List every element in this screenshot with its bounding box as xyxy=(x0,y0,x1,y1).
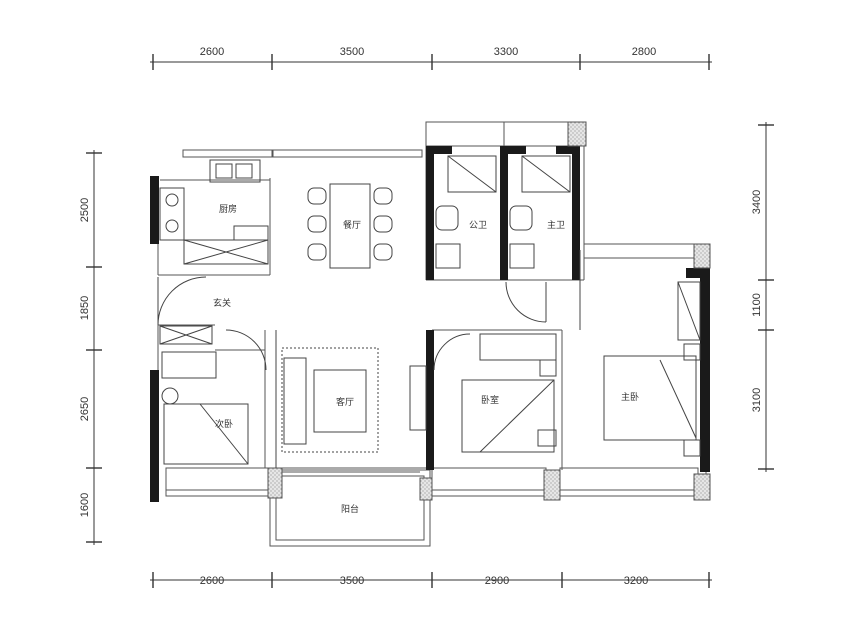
dim-right-3: 3100 xyxy=(751,388,763,412)
dining-table xyxy=(307,183,393,269)
thick-walls xyxy=(150,146,710,502)
door-swings xyxy=(157,250,581,371)
room-label-balcony: 阳台 xyxy=(341,503,359,515)
second-bedroom-furniture xyxy=(159,325,249,465)
room-label-living: 客厅 xyxy=(336,396,354,408)
dim-top-1: 2600 xyxy=(200,46,224,58)
dimension-left-labels: 2500 1850 2650 1600 xyxy=(79,198,91,517)
dim-bottom-3: 2900 xyxy=(485,575,509,587)
room-label-master-bath: 主卫 xyxy=(547,219,565,231)
room-label-bedroom: 卧室 xyxy=(481,394,499,406)
bedroom-furniture xyxy=(461,333,557,453)
master-bedroom-furniture xyxy=(603,281,701,457)
dimension-top-labels: 2600 3500 3300 2800 xyxy=(200,46,656,58)
dim-bottom-2: 3500 xyxy=(340,575,364,587)
dim-top-4: 2800 xyxy=(632,46,656,58)
dim-left-3: 2650 xyxy=(79,397,91,421)
room-label-public-bath: 公卫 xyxy=(469,220,487,231)
room-label-dining: 餐厅 xyxy=(343,219,361,231)
bathroom-fixtures xyxy=(435,155,571,269)
dim-bottom-4: 3200 xyxy=(624,575,648,587)
living-furniture xyxy=(275,330,427,468)
room-label-kitchen: 厨房 xyxy=(219,203,237,215)
dimension-ticks xyxy=(86,54,774,588)
room-label-second-bedroom: 次卧 xyxy=(215,418,233,430)
dim-top-2: 3500 xyxy=(340,46,364,58)
dim-left-4: 1600 xyxy=(79,493,91,517)
room-labels: 厨房 餐厅 公卫 主卫 玄关 客厅 卧室 主卧 次卧 阳台 xyxy=(213,203,639,515)
structural-columns xyxy=(267,121,711,501)
dimension-lines xyxy=(93,61,767,581)
thin-walls xyxy=(157,121,711,547)
dimension-right-labels: 3400 1100 3100 xyxy=(751,190,763,412)
dim-left-1: 2500 xyxy=(79,198,91,222)
room-label-entrance: 玄关 xyxy=(213,297,231,309)
kitchen-fixtures xyxy=(159,159,269,265)
dim-top-3: 3300 xyxy=(494,46,518,58)
dim-left-2: 1850 xyxy=(79,296,91,320)
room-label-master-bedroom: 主卧 xyxy=(621,391,639,403)
dimension-bottom-labels: 2600 3500 2900 3200 xyxy=(200,575,648,587)
dim-bottom-1: 2600 xyxy=(200,575,224,587)
dim-right-2: 1100 xyxy=(751,293,763,317)
dim-right-1: 3400 xyxy=(751,190,763,214)
